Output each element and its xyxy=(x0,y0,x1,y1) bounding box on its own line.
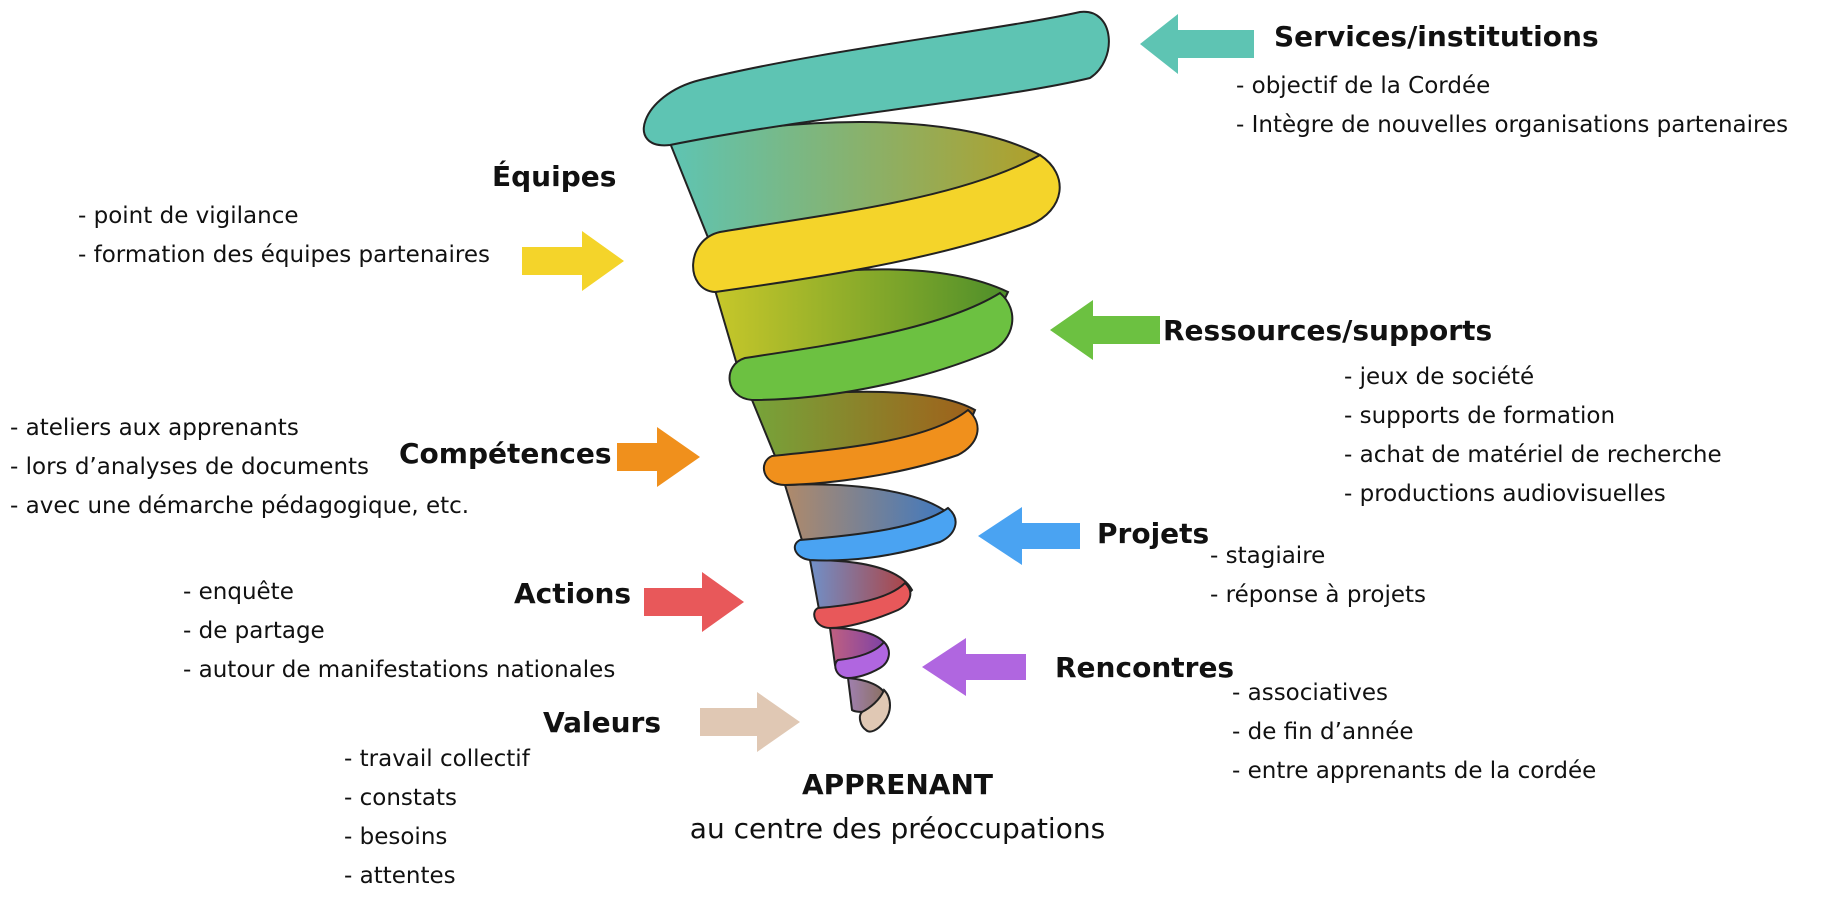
spiral-coil-actions xyxy=(813,581,912,630)
list-item: objectif de la Cordée xyxy=(1236,67,1788,106)
spiral-coil-services xyxy=(642,10,1110,147)
list-item: entre apprenants de la cordée xyxy=(1232,752,1597,791)
level-title-valeurs: Valeurs xyxy=(543,706,662,739)
arrow-actions xyxy=(644,572,744,632)
level-items-services: objectif de la Cordée Intègre de nouvell… xyxy=(1236,67,1789,145)
spiral-coil-competences xyxy=(762,408,979,487)
list-item: de fin d’année xyxy=(1232,713,1596,752)
spiral-coil-projets xyxy=(793,506,957,562)
spiral-coil-equipes xyxy=(692,153,1061,294)
level-title-projets: Projets xyxy=(1097,517,1210,550)
list-item: Intègre de nouvelles organisations parte… xyxy=(1236,106,1789,145)
level-title-equipes: Équipes xyxy=(492,160,617,193)
arrow-rencontres xyxy=(922,638,1026,696)
list-item: attentes xyxy=(344,857,530,896)
spiral-coil-ressources xyxy=(728,291,1014,402)
list-item: avec une démarche pédagogique, etc. xyxy=(10,487,470,526)
list-item: de partage xyxy=(183,612,615,651)
level-items-valeurs: travail collectif constats besoins atten… xyxy=(344,740,530,896)
center-subtitle: au centre des préoccupations xyxy=(689,812,1106,845)
level-items-rencontres: associatives de fin d’année entre appren… xyxy=(1232,674,1597,791)
list-item: supports de formation xyxy=(1344,397,1722,436)
arrow-projets xyxy=(978,507,1080,565)
arrow-competences xyxy=(617,427,700,487)
list-item: travail collectif xyxy=(344,740,530,779)
list-item: réponse à projets xyxy=(1210,576,1426,615)
list-item: stagiaire xyxy=(1210,537,1426,576)
list-item: enquête xyxy=(183,573,615,612)
arrow-ressources xyxy=(1050,300,1160,360)
list-item: lors d’analyses de documents xyxy=(10,448,469,487)
level-items-equipes: point de vigilance formation des équipes… xyxy=(78,197,490,275)
level-title-rencontres: Rencontres xyxy=(1055,651,1235,684)
list-item: jeux de société xyxy=(1344,358,1722,397)
arrow-services xyxy=(1140,14,1254,74)
list-item: constats xyxy=(344,779,530,818)
list-item: besoins xyxy=(344,818,530,857)
spiral-coil-valeurs xyxy=(858,688,891,733)
list-item: productions audiovisuelles xyxy=(1344,475,1722,514)
list-item: point de vigilance xyxy=(78,197,490,236)
level-items-projets: stagiaire réponse à projets xyxy=(1210,537,1426,615)
arrow-equipes xyxy=(522,231,624,291)
center-title: APPRENANT xyxy=(801,768,994,801)
arrow-valeurs xyxy=(700,692,800,752)
level-title-ressources: Ressources/supports xyxy=(1163,314,1493,347)
list-item: associatives xyxy=(1232,674,1596,713)
list-item: ateliers aux apprenants xyxy=(10,409,469,448)
list-item: formation des équipes partenaires xyxy=(78,236,490,275)
level-items-competences: ateliers aux apprenants lors d’analyses … xyxy=(10,409,470,526)
level-items-ressources: jeux de société supports de formation ac… xyxy=(1344,358,1722,514)
level-title-services: Services/institutions xyxy=(1274,20,1599,53)
level-items-actions: enquête de partage autour de manifestati… xyxy=(183,573,616,690)
spiral-coil-rencontres xyxy=(834,640,890,680)
list-item: autour de manifestations nationales xyxy=(183,651,616,690)
list-item: achat de matériel de recherche xyxy=(1344,436,1722,475)
